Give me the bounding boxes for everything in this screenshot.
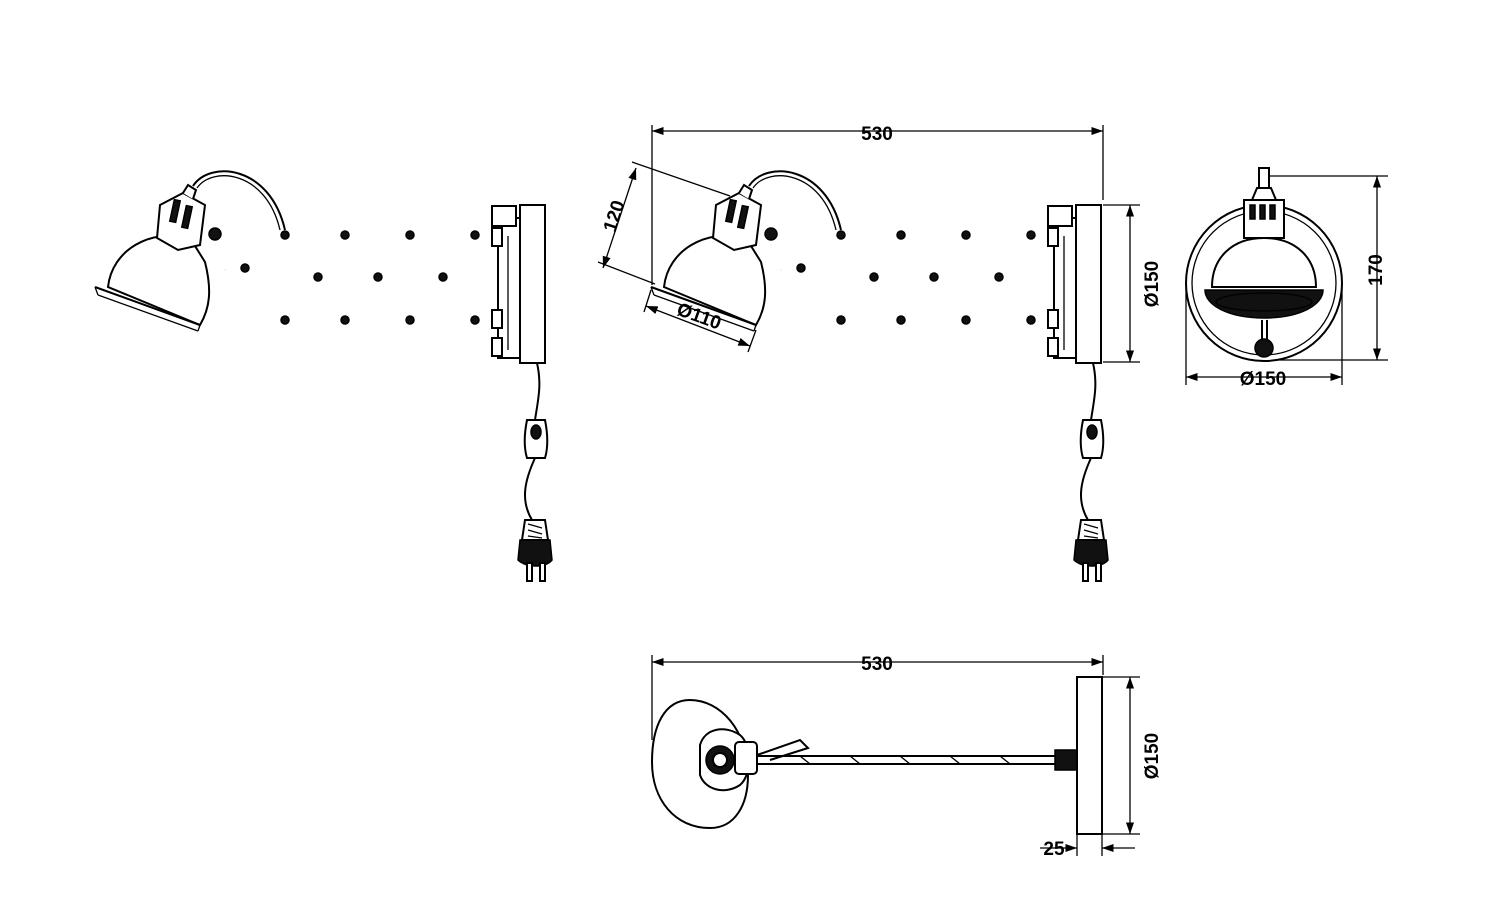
dimension-width-top: 530 [651,124,1104,285]
front-view [1185,167,1343,362]
front-knob [1254,338,1274,358]
side-view-left [95,171,552,581]
front-socket [1243,167,1285,239]
top-scissor-arm [757,755,1055,765]
label-width-bottom: 530 [861,654,893,675]
dimension-backplate-front: Ø150 [1185,283,1343,390]
label-backplate-side: Ø150 [1142,261,1163,307]
label-plate-depth: 25 [1043,839,1065,860]
side-view-middle [651,171,1108,581]
top-bracket [1054,749,1078,771]
dimension-plate-depth: 25 [1040,834,1135,860]
label-width-top: 530 [861,124,893,145]
front-shade [1204,236,1324,319]
label-backplate-front: Ø150 [1240,369,1286,390]
top-view [650,676,1103,835]
dimension-width-bottom: 530 [651,654,1104,740]
label-shade-height: 120 [600,198,630,235]
top-wall-plate [1076,676,1103,835]
label-height-front: 170 [1366,254,1387,286]
label-backplate-bottom: Ø150 [1142,733,1163,779]
dimension-backplate-side: Ø150 [1103,204,1163,363]
dimension-height-front: 170 [1268,175,1388,361]
dimension-backplate-bottom: Ø150 [1103,676,1163,835]
